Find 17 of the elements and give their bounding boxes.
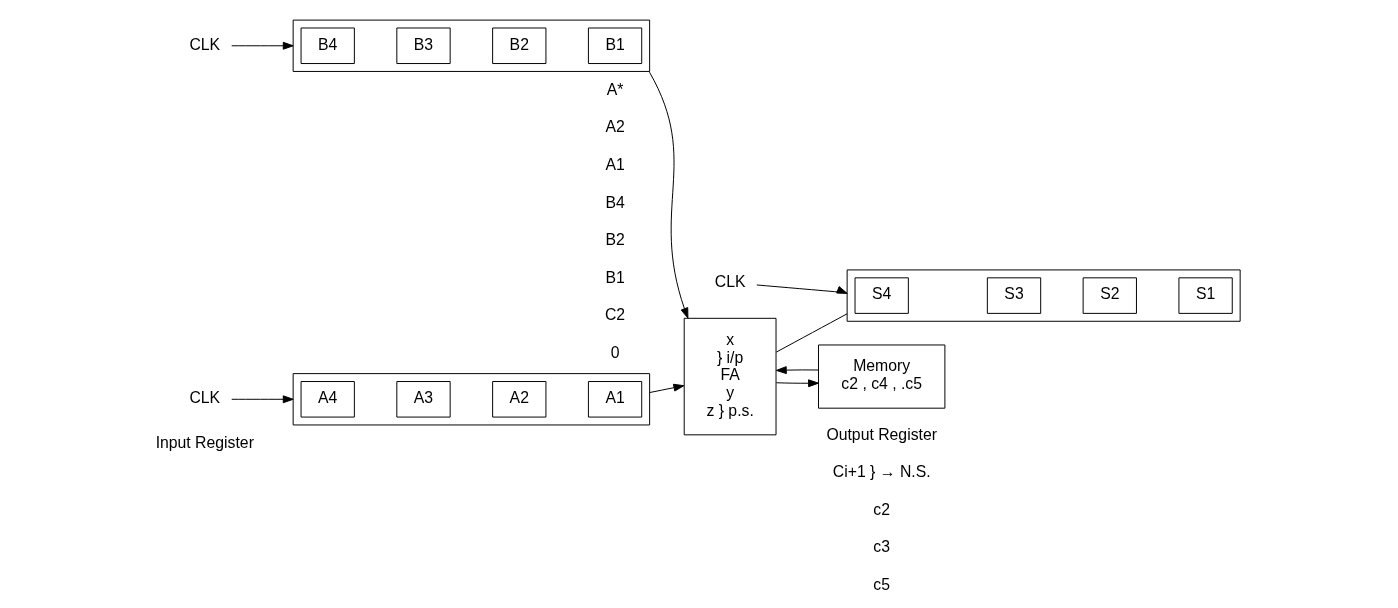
label: Ci+1 } → N.S. [832, 463, 931, 481]
label: B4 [604, 193, 625, 211]
label: Input Register [155, 434, 254, 452]
label: c5 [872, 575, 890, 593]
node-text: CLK [714, 272, 745, 290]
label: B1 [604, 268, 625, 286]
label: A* [606, 80, 623, 98]
label: 0 [610, 343, 619, 361]
label: A2 [604, 118, 625, 136]
label: Output Register [825, 425, 937, 443]
label: B2 [604, 231, 625, 249]
node-text: CLK [188, 389, 220, 407]
label: A1 [604, 156, 625, 173]
label: c3 [872, 538, 890, 556]
label: C2 [604, 306, 625, 324]
node-text: CLK [188, 35, 220, 53]
label: c2 [872, 500, 890, 518]
